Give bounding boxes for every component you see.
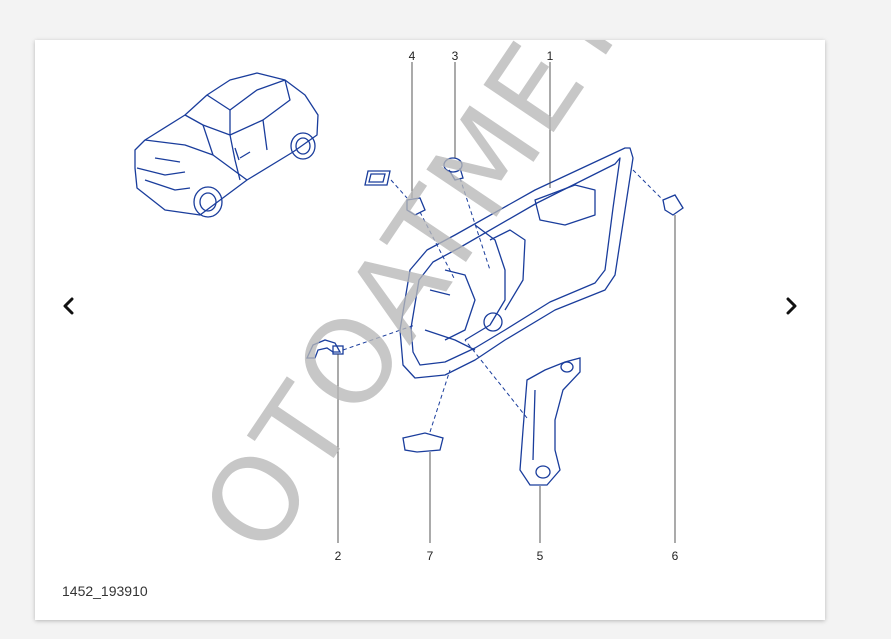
callout-1: 1 <box>547 49 554 63</box>
callout-2: 2 <box>335 549 342 563</box>
next-button[interactable] <box>777 286 807 326</box>
part-5-hinge-plate <box>519 357 581 486</box>
part-7-cap <box>402 432 444 453</box>
leader-lines <box>337 62 676 543</box>
callout-5: 5 <box>537 549 544 563</box>
car-illustration <box>134 72 319 218</box>
callout-7: 7 <box>427 549 434 563</box>
connection-lines <box>342 169 664 433</box>
reference-code: 1452_193910 <box>62 583 148 599</box>
watermark-text: OTOATMET <box>176 40 653 576</box>
door-panel <box>399 147 634 379</box>
part-3-clip <box>443 157 464 181</box>
parts-diagram: 1 2 3 4 5 6 7 OTOATMET <box>134 40 684 576</box>
diagram-card: 1 2 3 4 5 6 7 OTOATMET 1452_193910 <box>35 40 825 620</box>
callout-6: 6 <box>672 549 679 563</box>
chevron-left-icon <box>63 297 74 315</box>
previous-button[interactable] <box>53 286 83 326</box>
callout-3: 3 <box>452 49 459 63</box>
chevron-right-icon <box>786 297 797 315</box>
part-6-bumper <box>662 194 684 216</box>
callout-4: 4 <box>409 49 416 63</box>
